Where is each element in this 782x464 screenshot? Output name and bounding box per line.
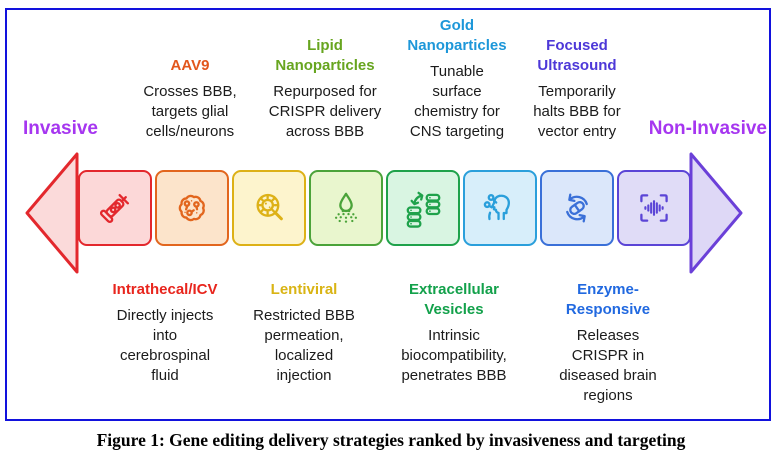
- strategy-lipid-nanoparticles: Lipid Nanoparticles Repurposed for CRISP…: [260, 14, 390, 142]
- syringe-icon: [99, 194, 129, 224]
- non-invasive-arrowhead-icon: [689, 152, 743, 274]
- soundwave-brackets-icon: [640, 194, 668, 222]
- strategy-description: Releases CRISPR in diseased brain region…: [559, 327, 657, 404]
- diagram-frame: AAV9 Crosses BBB, targets glial cells/ne…: [5, 8, 771, 421]
- strategy-enzyme-responsive: Enzyme-Responsive Releases CRISPR in dis…: [538, 280, 678, 406]
- strategy-description: Directly injects into cerebrospinal flui…: [116, 307, 214, 384]
- invasive-arrowhead-icon: [25, 152, 79, 274]
- strategy-name: Intrathecal/ICV: [112, 281, 218, 298]
- strategy-name: AAV9: [170, 57, 210, 74]
- strategy-description: Intrinsic biocompatibility, penetrates B…: [401, 327, 507, 384]
- strategy-name: Focused Ultrasound: [537, 37, 617, 74]
- strategy-lentiviral: Lentiviral Restricted BBB permeation, lo…: [234, 280, 374, 386]
- invasive-label: Invasive: [23, 118, 98, 139]
- droplet-spray-icon: [334, 192, 358, 223]
- strategy-name: Gold Nanoparticles: [407, 17, 507, 54]
- box-aav9: [155, 170, 229, 246]
- strategy-name: Lentiviral: [270, 281, 338, 298]
- strategy-name: Lipid Nanoparticles: [275, 37, 375, 74]
- vesicle-stacks-icon: [406, 191, 441, 228]
- box-focused-ultrasound: [617, 170, 691, 246]
- box-gold-nanoparticles: [463, 170, 537, 246]
- strategy-intrathecal-icv: Intrathecal/ICV Directly injects into ce…: [95, 280, 235, 386]
- strategy-description: Tunable surface chemistry for CNS target…: [409, 63, 505, 140]
- box-intrathecal-icv: [78, 170, 152, 246]
- strategy-name: Enzyme-Responsive: [565, 281, 651, 318]
- pill-cycle-icon: [566, 193, 588, 223]
- strategy-focused-ultrasound: Focused Ultrasound Temporarily halts BBB…: [512, 14, 642, 142]
- strategy-name: Extracellular Vesicles: [408, 281, 500, 318]
- strategy-description: Temporarily halts BBB for vector entry: [533, 83, 621, 140]
- box-lentiviral: [232, 170, 306, 246]
- non-invasive-label: Non-Invasive: [648, 118, 767, 139]
- box-lipid-nanoparticles: [309, 170, 383, 246]
- box-extracellular-vesicles: [386, 170, 460, 246]
- strategy-description: Crosses BBB, targets glial cells/neurons: [143, 83, 237, 140]
- virus-magnifier-icon: [256, 193, 283, 221]
- head-particles-icon: [483, 194, 510, 221]
- strategy-aav9: AAV9 Crosses BBB, targets glial cells/ne…: [125, 14, 255, 142]
- spectrum-box-row: [78, 170, 691, 246]
- strategy-description: Restricted BBB permeation, localized inj…: [253, 307, 355, 384]
- strategy-gold-nanoparticles: Gold Nanoparticles Tunable surface chemi…: [392, 14, 522, 142]
- brain-icon: [178, 194, 205, 222]
- strategy-extracellular-vesicles: Extracellular Vesicles Intrinsic biocomp…: [379, 280, 529, 386]
- figure-caption: Figure 1: Gene editing delivery strategi…: [96, 430, 686, 450]
- box-enzyme-responsive: [540, 170, 614, 246]
- strategy-description: Repurposed for CRISPR delivery across BB…: [268, 83, 382, 140]
